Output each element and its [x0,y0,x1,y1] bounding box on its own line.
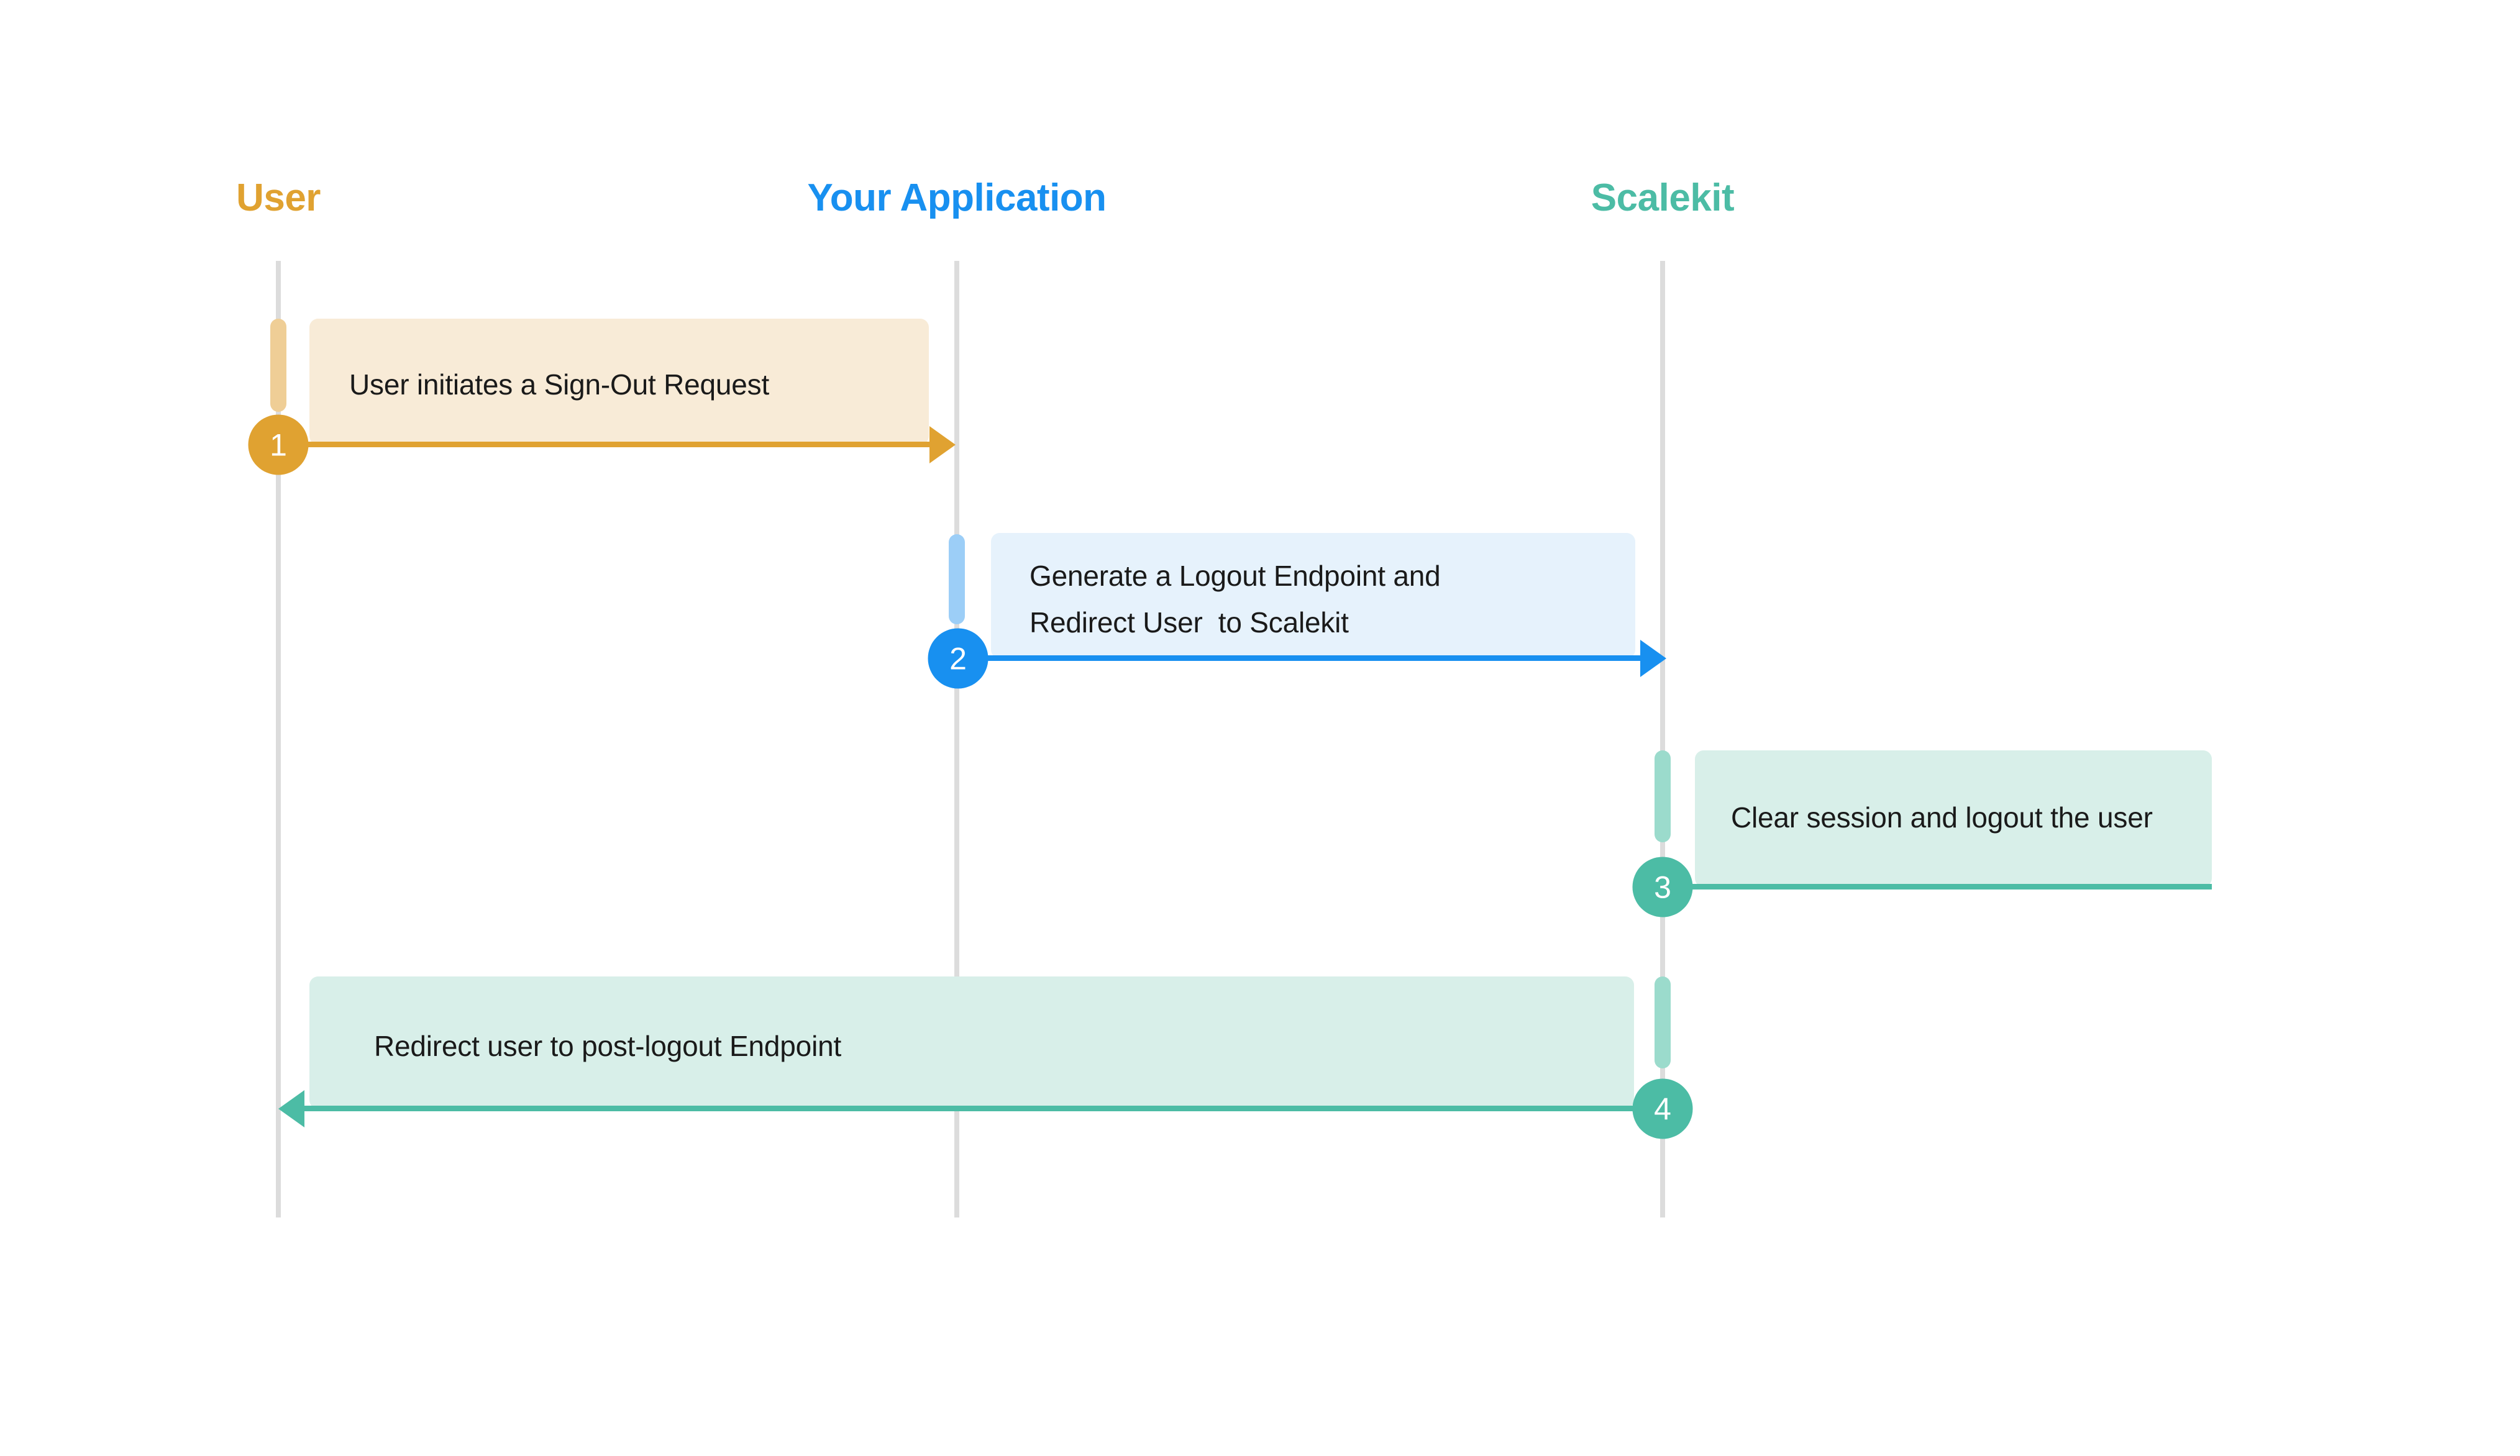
arrow-head-right-icon-step-1 [929,426,956,463]
activation-bar-step-2 [949,534,965,624]
actor-header-your-application: Your Application [807,176,1107,219]
message-label-line-clear-session-and-logout-the-user: Clear session and logout the user [1731,801,2153,834]
step-badge-4[interactable]: 4 [1632,1078,1693,1139]
message-note-step-2 [991,533,1635,658]
activation-bar-step-3 [1655,750,1671,842]
message-label-step-4: Redirect user to post-logout Endpoint [374,1028,841,1065]
message-label-step-3: Clear session and logout the user [1731,799,2153,836]
step-badge-2[interactable]: 2 [928,628,988,689]
message-note-step-4 [309,976,1634,1109]
message-line-step-3 [1663,884,2212,890]
lifeline-your-application [954,261,959,1217]
lifeline-scalekit [1660,261,1665,1217]
message-label-step-1: User initiates a Sign-Out Request [349,366,769,403]
message-label-line-generate-a-logout-endpoint-and: Generate a Logout Endpoint and [1029,560,1441,592]
message-note-step-3 [1695,750,2212,887]
message-note-step-1 [309,319,929,445]
arrow-head-left-icon-step-4 [278,1090,304,1127]
actor-header-user: User [236,176,321,219]
lifeline-user [276,261,281,1217]
step-badge-1[interactable]: 1 [248,414,309,475]
message-line-step-2 [957,655,1640,661]
message-label-line-user-initiates-a-sign-out-request: User initiates a Sign-Out Request [349,368,770,401]
actor-header-scalekit: Scalekit [1591,176,1735,219]
message-label-line-redirect-user-to-scalekit: Redirect User to Scalekit [1029,606,1349,639]
message-label-line-redirect-user-to-post-logout-endpoint: Redirect user to post-logout Endpoint [374,1030,842,1062]
arrow-head-right-icon-step-2 [1640,640,1666,677]
activation-bar-step-4 [1655,976,1671,1068]
activation-bar-step-1 [270,319,286,412]
message-line-step-1 [278,442,929,447]
message-line-step-4 [304,1106,1664,1111]
step-badge-3[interactable]: 3 [1632,857,1693,917]
